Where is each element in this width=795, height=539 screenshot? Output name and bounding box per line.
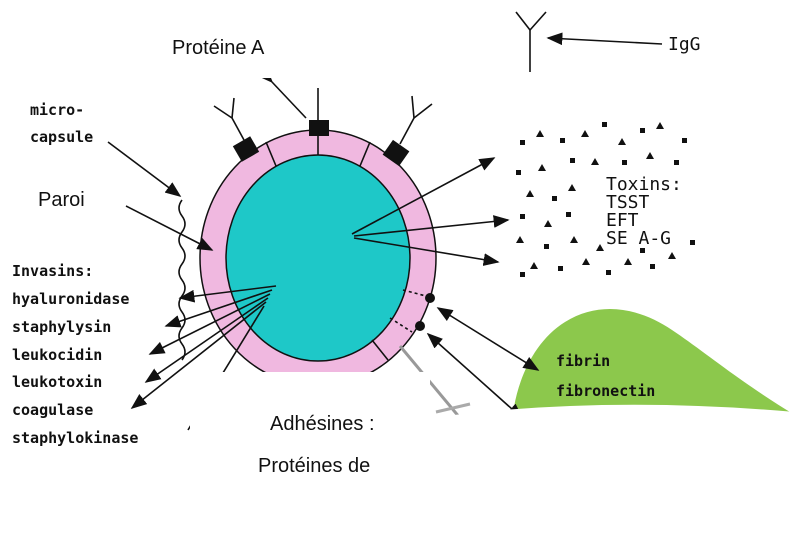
adhesines-label-2: Protéines de	[258, 455, 370, 477]
adhesin-knob	[415, 321, 425, 331]
cell-body	[226, 155, 410, 361]
invasin-item: coagulase	[12, 401, 93, 419]
invasin-item: staphylysin	[12, 318, 111, 336]
paroi-arrow	[126, 206, 212, 250]
paroi-label: Paroi	[38, 189, 85, 211]
igg-label: IgG	[668, 34, 701, 55]
protein-a-right	[383, 96, 432, 166]
proteine-a-label: Protéine A	[172, 37, 265, 59]
fibrin-label: fibrin	[556, 352, 610, 370]
microcapsule-label-1: micro-	[30, 101, 84, 119]
adhesines-label-1: Adhésines :	[270, 413, 375, 435]
toxin-item: SE A-G	[606, 228, 671, 249]
microcapsule-arrow	[108, 142, 180, 196]
invasin-item: staphylokinase	[12, 429, 138, 447]
invasin-item: leukocidin	[12, 346, 102, 364]
microcapsule-label-2: capsule	[30, 128, 93, 146]
invasin-item: leukotoxin	[12, 373, 102, 391]
fibronectin-label: fibronectin	[556, 382, 655, 400]
igg-icon	[516, 12, 662, 72]
microcapsule-squiggle	[179, 200, 185, 360]
invasin-item: hyaluronidase	[12, 290, 129, 308]
adhesin-knob	[425, 293, 435, 303]
protein-a-top	[272, 82, 329, 136]
invasins-title: Invasins:	[12, 262, 93, 280]
protein-a-left	[214, 98, 259, 162]
